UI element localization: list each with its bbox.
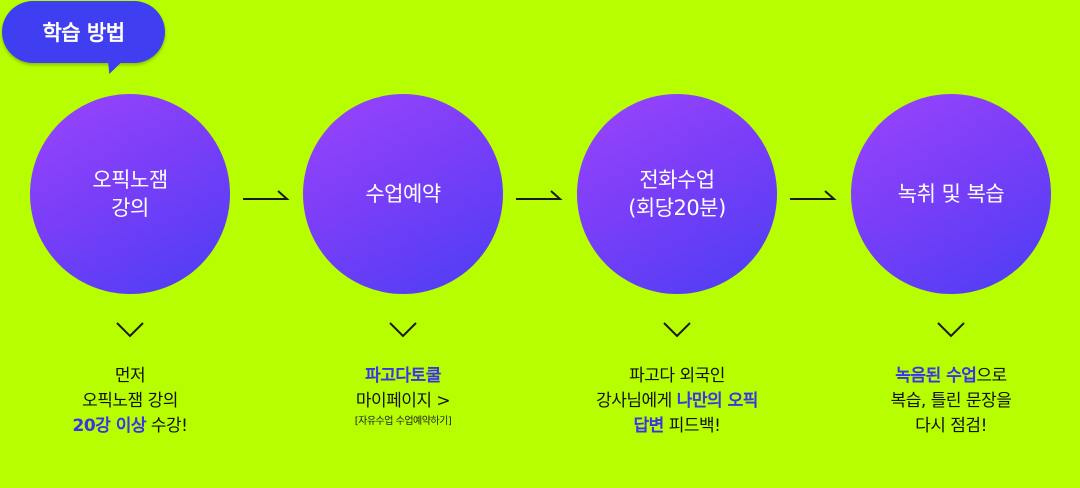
step-4-description: 녹음된 수업으로 복습, 틀린 문장을 다시 점검! [841, 364, 1061, 439]
desc-2-line-1: 파고다토쿨 [293, 364, 513, 389]
desc-4-highlight: 녹음된 수업 [895, 366, 977, 386]
desc-2-highlight: 파고다토쿨 [365, 366, 441, 386]
desc-3-line-3-rest: 피드백! [663, 416, 721, 436]
desc-3-line-2: 강사님에게 나만의 오픽 [567, 389, 787, 414]
chevron-down-icon [663, 322, 691, 338]
desc-2-line-2: 마이페이지 > [355, 391, 451, 411]
arrow-right-icon [516, 190, 563, 200]
arrow-right-icon [790, 190, 837, 200]
desc-1-line-3: 20강 이상 수강! [20, 414, 240, 439]
desc-1-line-1: 먼저 [114, 366, 146, 386]
desc-3-highlight-2: 답변 [633, 416, 665, 436]
step-3-title-line-1: 전화수업 [639, 168, 715, 192]
desc-3-line-3: 답변 피드백! [567, 414, 787, 439]
step-circle-4: 녹취 및 복습 [851, 94, 1051, 294]
desc-2-small-note: [자유수업 수업예약하기] [354, 416, 452, 427]
desc-4-line-1-rest: 으로 [976, 366, 1007, 386]
desc-4-line-3: 다시 점검! [915, 416, 987, 436]
chevron-down-icon [116, 322, 144, 338]
section-badge: 학습 방법 [2, 1, 165, 63]
desc-3-highlight-1: 나만의 오픽 [676, 391, 759, 411]
step-3-description: 파고다 외국인 강사님에게 나만의 오픽 답변 피드백! [567, 364, 787, 439]
step-2-title-line-1: 수업예약 [365, 182, 441, 206]
step-2-description: 파고다토쿨 마이페이지 > [자유수업 수업예약하기] [293, 364, 513, 430]
step-circle-3: 전화수업 (회당20분) [577, 94, 777, 294]
desc-4-line-2: 복습, 틀린 문장을 [890, 391, 1012, 411]
desc-1-line-3-rest: 수강! [146, 416, 188, 436]
badge-label: 학습 방법 [42, 21, 125, 45]
step-1-description: 먼저 오픽노잼 강의 20강 이상 수강! [20, 364, 240, 439]
step-circle-1: 오픽노잼 강의 [30, 94, 230, 294]
chevron-down-icon [937, 322, 965, 338]
desc-3-line-1: 파고다 외국인 [629, 366, 725, 386]
desc-1-line-2: 오픽노잼 강의 [82, 391, 178, 411]
chevron-down-icon [389, 322, 417, 338]
arrow-right-icon [243, 190, 290, 200]
step-circle-2: 수업예약 [303, 94, 503, 294]
step-3-title-line-2: (회당20분) [628, 196, 726, 220]
step-1-title-line-2: 강의 [111, 196, 149, 220]
step-4-title-line-1: 녹취 및 복습 [897, 182, 1005, 206]
desc-3-line-2-rest: 강사님에게 [596, 391, 677, 411]
desc-4-line-1: 녹음된 수업으로 [841, 364, 1061, 389]
step-1-title-line-1: 오픽노잼 [92, 168, 168, 192]
desc-1-highlight: 20강 이상 [72, 416, 147, 436]
